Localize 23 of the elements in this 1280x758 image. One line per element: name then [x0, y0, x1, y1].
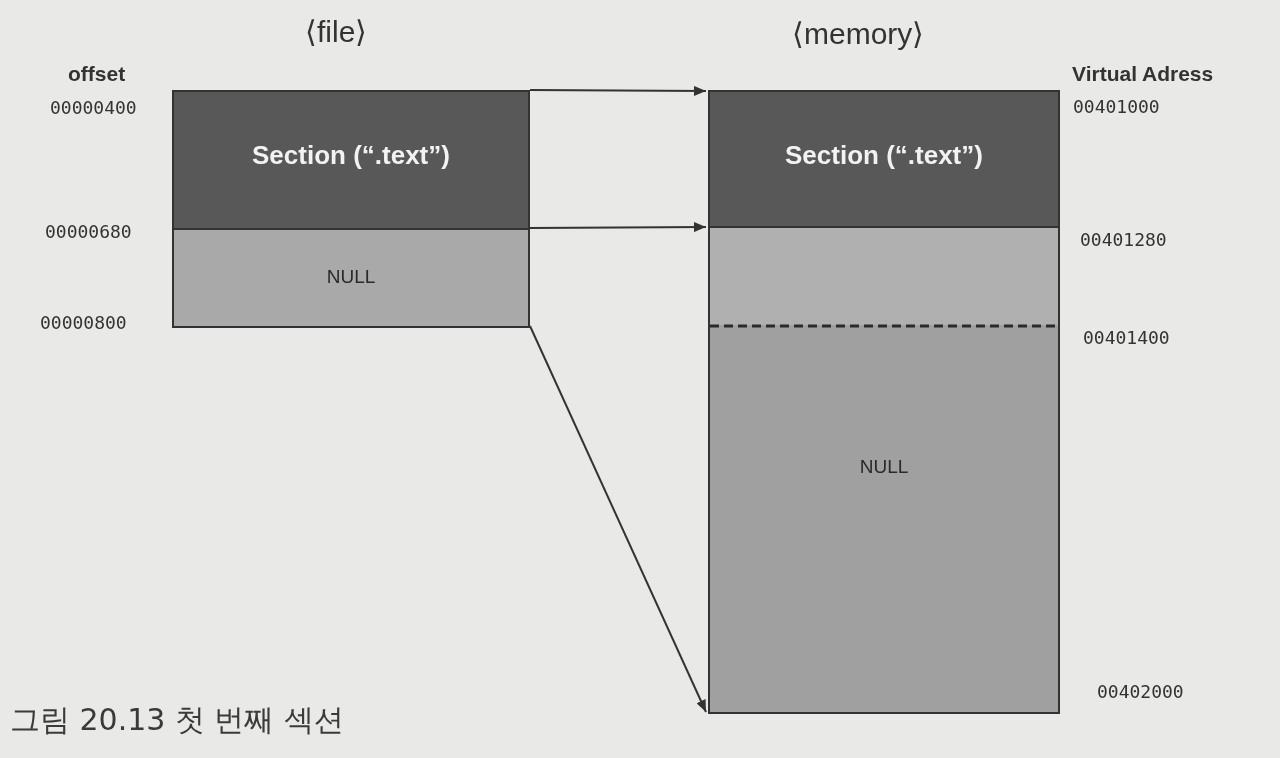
offset-value: 00000400 — [50, 97, 137, 118]
column-heading: ⟨memory⟩ — [792, 16, 925, 51]
axis-heading: offset — [68, 62, 126, 86]
axis-heading: Virtual Adress — [1072, 62, 1214, 86]
column-heading: ⟨file⟩ — [305, 14, 368, 49]
arrow — [529, 325, 707, 713]
null-block — [172, 228, 530, 328]
block-label: Section (“.text”) — [252, 140, 450, 171]
figure-caption: 그림 20.13 첫 번째 섹션 — [10, 701, 345, 739]
block-label: NULL — [859, 456, 909, 478]
address-value: 00401000 — [1073, 96, 1160, 117]
address-value: 00401280 — [1080, 229, 1167, 250]
address-value: 00401400 — [1083, 327, 1170, 348]
block-label: Section (“.text”) — [785, 140, 983, 171]
offset-value: 00000680 — [45, 221, 132, 242]
section-block — [708, 90, 1060, 228]
section-block — [172, 90, 530, 230]
block-label: NULL — [326, 266, 376, 288]
offset-value: 00000800 — [40, 312, 127, 333]
address-value: 00402000 — [1097, 681, 1184, 702]
arrow — [529, 85, 707, 96]
arrow — [529, 222, 707, 233]
null-block — [708, 226, 1060, 714]
